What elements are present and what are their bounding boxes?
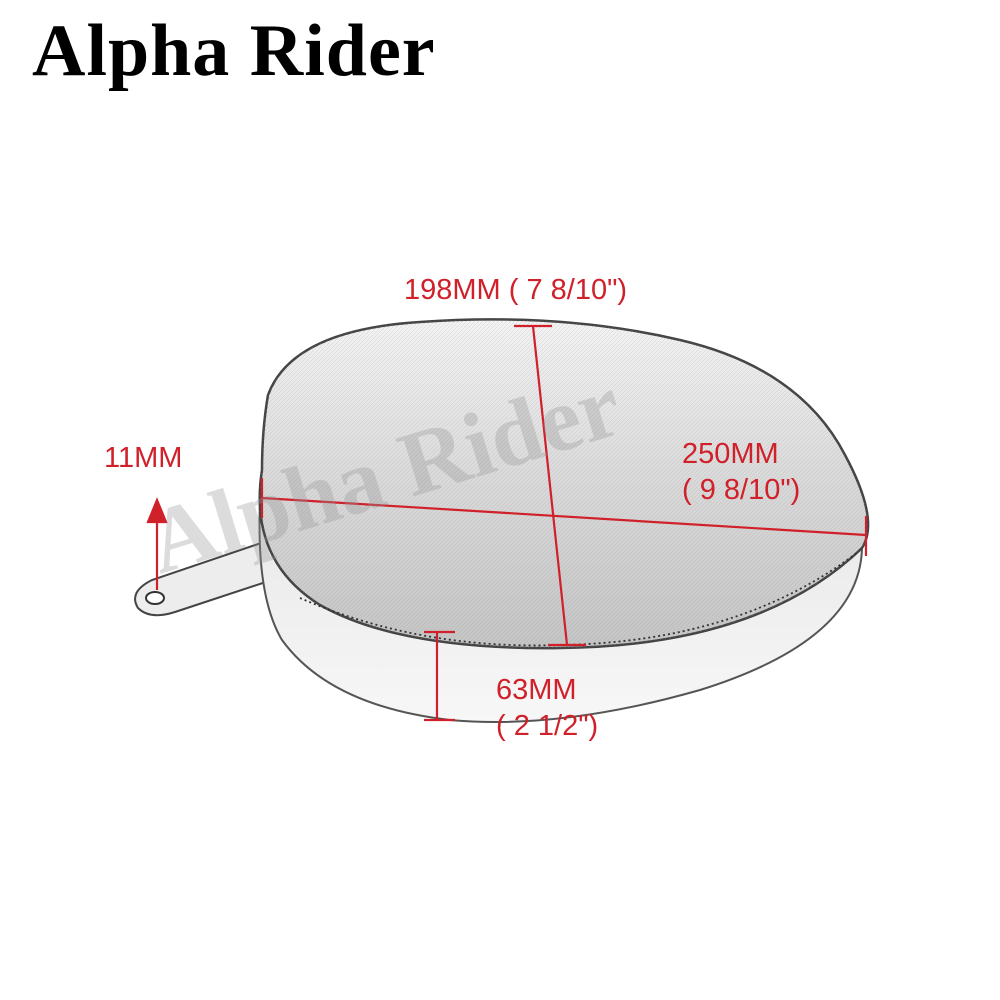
mount-bracket [134, 538, 280, 617]
length-value: 250MM [682, 438, 779, 470]
width-value: 198MM [404, 274, 501, 306]
length-imperial: ( 9 8/10") [682, 474, 801, 507]
height-label: 63MM ( 2 1/2") [496, 672, 598, 745]
height-imperial: ( 2 1/2") [496, 710, 599, 743]
bracket-label: 11MM [104, 442, 183, 474]
width-imperial: ( 7 8/10") [508, 274, 628, 306]
length-label: 250MM ( 9 8/10") [682, 436, 800, 509]
width-dimension-line [531, 325, 569, 646]
length-dimension-line [261, 496, 867, 537]
brand-logo-text: Alpha Rider [32, 10, 436, 92]
mount-hole [145, 591, 165, 605]
height-value: 63MM [496, 674, 577, 706]
width-label: 198MM ( 7 8/10") [404, 272, 627, 308]
